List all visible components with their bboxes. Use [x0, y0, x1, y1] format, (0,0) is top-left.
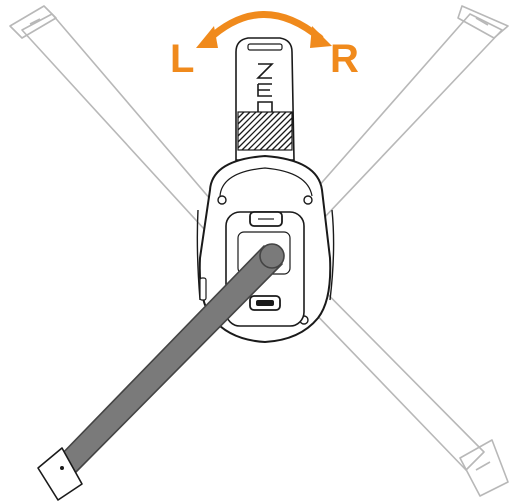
rotation-arrow-icon [196, 11, 332, 48]
screw-icon [303, 195, 313, 205]
label-left: L [170, 37, 194, 81]
label-right: R [330, 37, 359, 81]
microphone-boom [37, 243, 285, 501]
screw-icon [217, 195, 227, 205]
headband-arm [235, 37, 295, 161]
